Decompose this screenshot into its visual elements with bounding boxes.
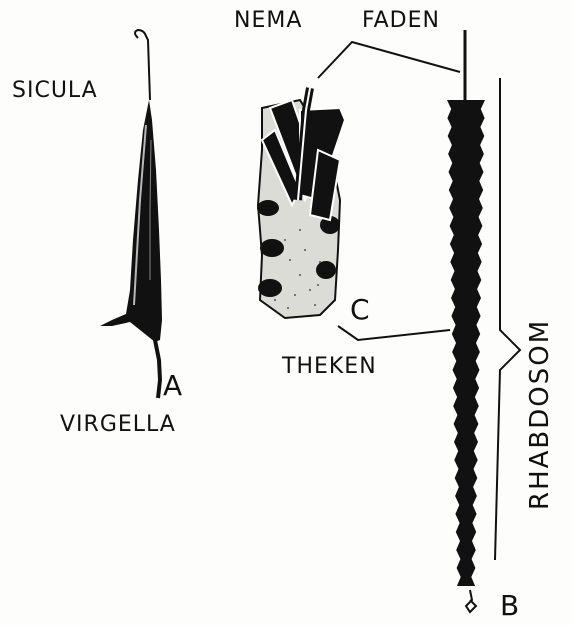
label-nema: NEMA [234,10,302,32]
theken-leader [338,326,450,340]
label-rhabdosom: RHABDOSOM [527,319,553,510]
label-b: B [500,592,519,620]
rhabdosom-brace [495,78,520,560]
label-sicula: SICULA [12,80,98,102]
label-faden: FADEN [362,10,440,32]
figure-c-thecae [257,88,345,318]
leader-lines [318,42,520,560]
label-virgella: VIRGELLA [60,414,176,436]
label-c: C [350,296,370,324]
figure-a-sicula [100,30,162,398]
nema-hook [135,30,150,100]
label-theken: THEKEN [282,356,377,378]
sicula-body [100,100,162,342]
rhabdosome-body [447,100,485,586]
figure-b-rhabdosome [447,30,485,612]
label-a: A [163,372,182,400]
nema-faden-leader [318,42,460,78]
virgella-spine [155,340,160,398]
